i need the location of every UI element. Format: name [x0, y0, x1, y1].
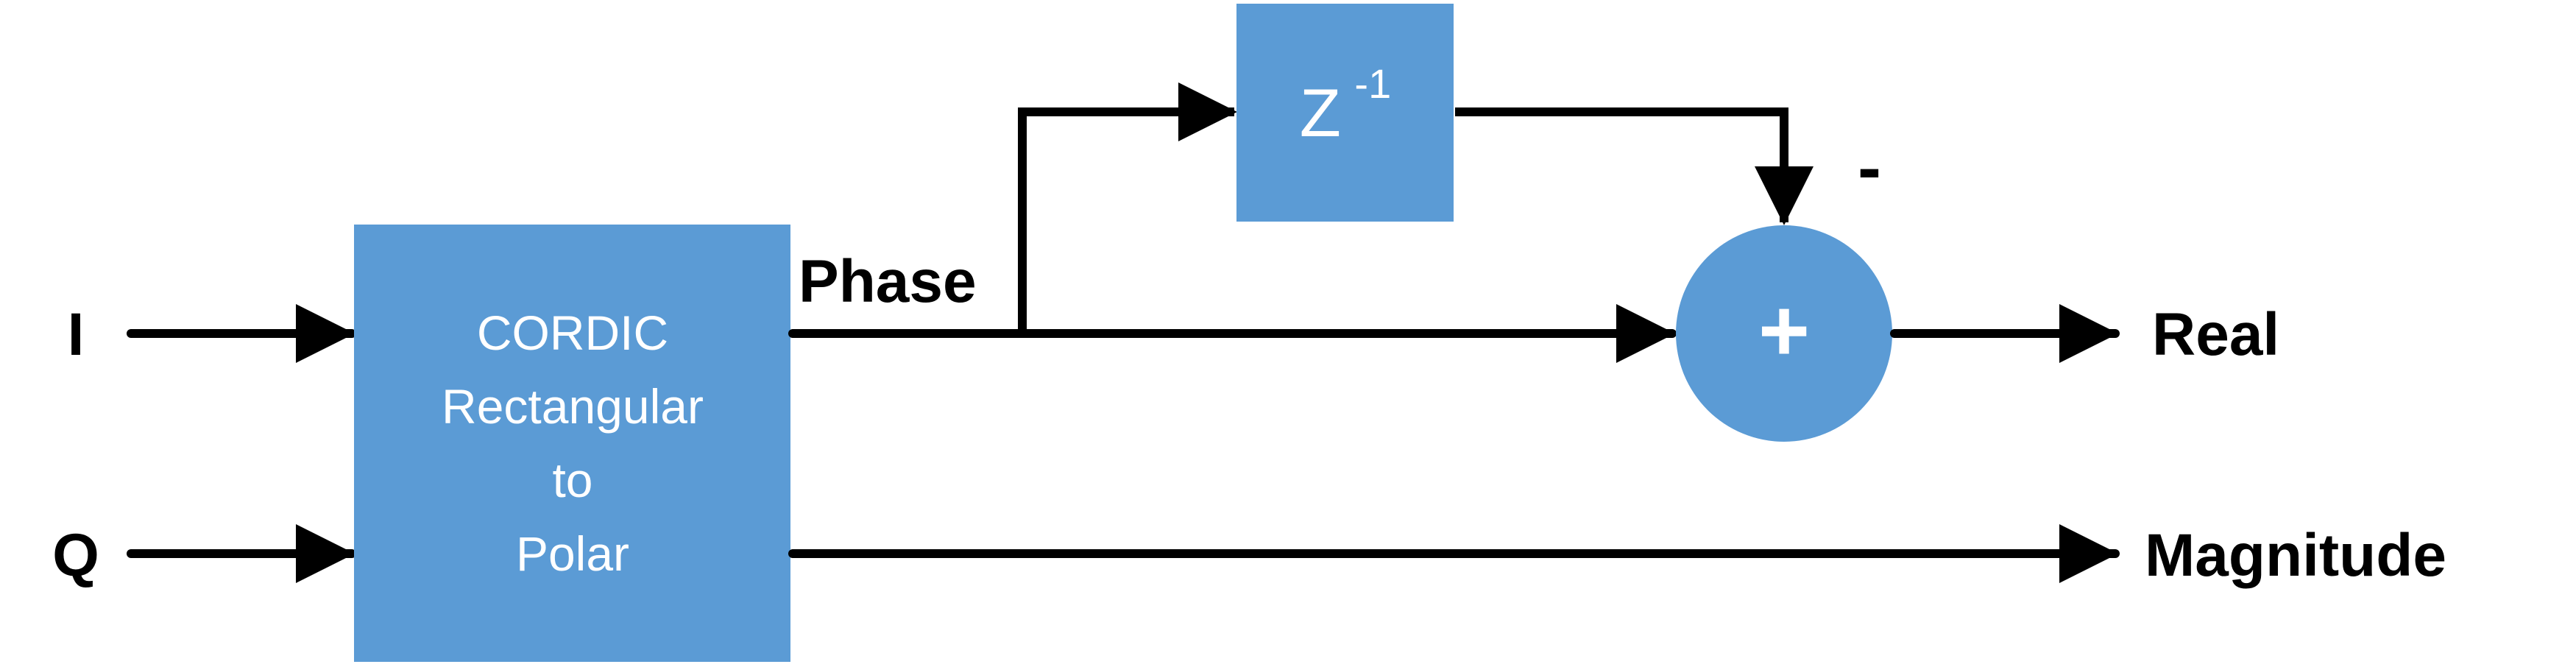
phase-label: Phase: [799, 248, 977, 315]
delay-to-adder-arrow: [1455, 107, 1814, 225]
cordic-label-line1: CORDIC: [477, 306, 668, 360]
input-label-q: Q: [52, 522, 99, 589]
cordic-label-line3: to: [552, 453, 592, 507]
cordic-label-line4: Polar: [516, 526, 629, 581]
delay-base: Z: [1300, 76, 1341, 151]
input-label-i: I: [68, 301, 85, 368]
delay-block: [1236, 4, 1454, 222]
minus-sign: -: [1858, 128, 1881, 207]
output-label-magnitude: Magnitude: [2145, 522, 2446, 589]
phase-branch-to-delay-arrow: [1018, 82, 1237, 334]
cordic-block: [354, 225, 790, 662]
delay-exponent: -1: [1354, 60, 1391, 107]
adder-plus-symbol: +: [1758, 281, 1810, 380]
delay-label: Z -1: [1300, 60, 1391, 151]
adder-circle: [1676, 225, 1892, 442]
output-label-real: Real: [2152, 301, 2279, 368]
cordic-label-line2: Rectangular: [442, 379, 704, 434]
